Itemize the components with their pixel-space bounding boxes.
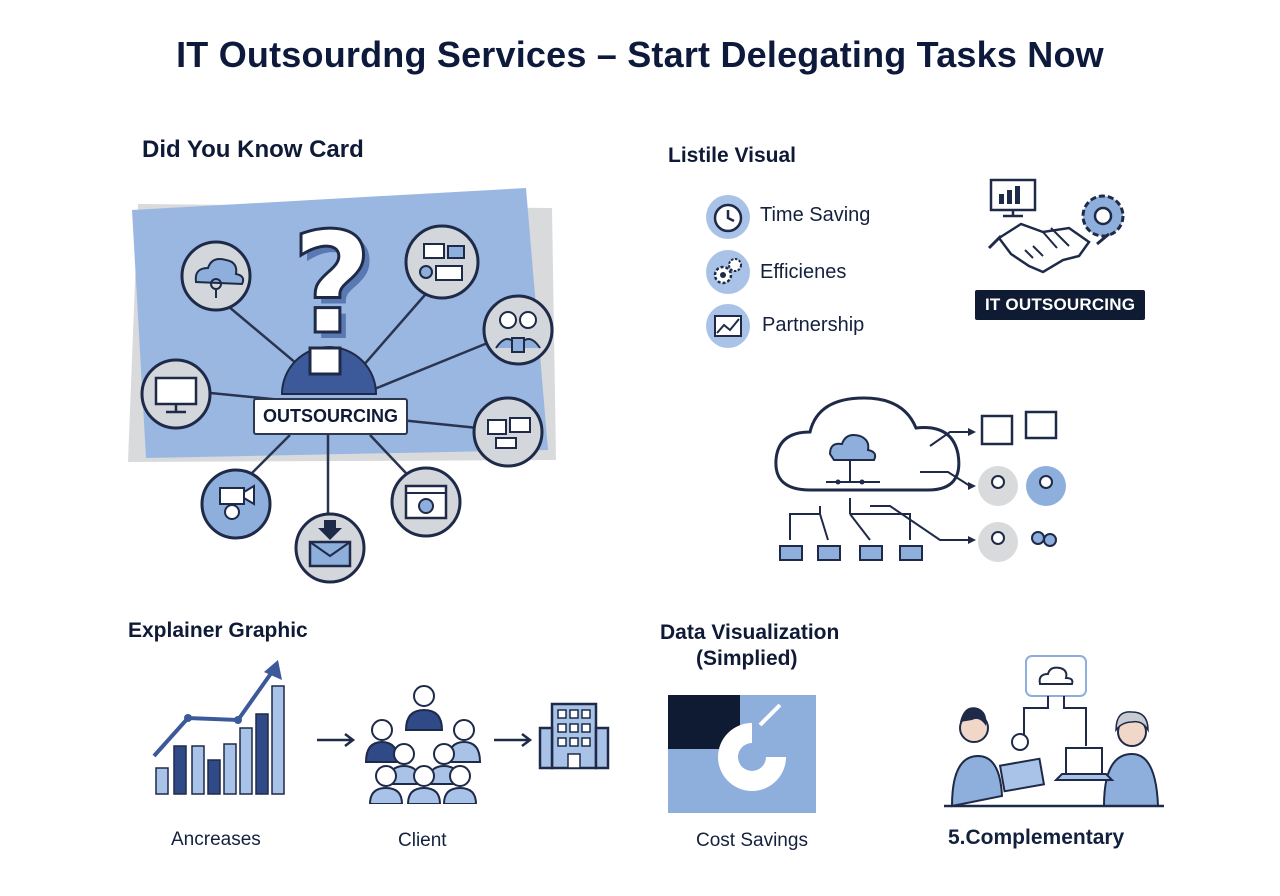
- list-label-partnership: Partnership: [762, 314, 865, 336]
- devices-icon: [404, 224, 480, 300]
- cost-savings-pie-icon: [668, 695, 816, 813]
- cloud-icon: [180, 240, 252, 312]
- team-icon: [482, 294, 554, 366]
- explainer-heading: Explainer Graphic: [128, 619, 308, 642]
- data-viz-heading-line2: (Simplied): [696, 647, 798, 670]
- video-chat-icon: [200, 468, 272, 540]
- arrow-right-icon-2: [494, 733, 533, 747]
- page-title: IT Outsourdng Services – Start Delegatin…: [176, 34, 1104, 75]
- caption-client: Client: [398, 830, 447, 851]
- clock-icon: [706, 195, 750, 239]
- settings-window-icon: [390, 466, 462, 538]
- growth-bar-chart-icon: [152, 660, 285, 795]
- list-item-partnership: [705, 303, 751, 349]
- office-building-icon: [538, 702, 610, 770]
- did-you-know-card: ? ?: [128, 188, 556, 584]
- arrow-right-icon: [317, 733, 356, 747]
- data-viz-heading-line1: Data Visualization: [660, 621, 840, 644]
- listicle-heading: Listile Visual: [668, 144, 796, 167]
- question-mark-icon: ? ?: [290, 202, 379, 373]
- computers-icon: [472, 396, 544, 468]
- gears-icon: [706, 250, 750, 294]
- outsourcing-label: OUTSOURCING: [253, 398, 408, 435]
- cloud-network-diagram: [774, 396, 1066, 562]
- email-icon: [294, 512, 366, 584]
- caption-cost-savings: Cost Savings: [696, 830, 808, 851]
- gear-icon: [1081, 194, 1125, 238]
- list-label-efficiencies: Efficienes: [760, 261, 847, 283]
- caption-complementary: 5.Complementary: [948, 826, 1125, 849]
- svg-text:?: ?: [297, 209, 378, 372]
- handshake-icon: [987, 178, 1125, 274]
- list-label-time-saving: Time Saving: [760, 204, 871, 226]
- caption-growth: Ancreases: [171, 829, 261, 850]
- list-item-time-saving: [705, 194, 751, 240]
- complementary-people-icon: [944, 655, 1164, 808]
- svg-text:?: ?: [291, 203, 372, 366]
- it-outsourcing-badge: IT OUTSOURCING: [975, 290, 1146, 320]
- monitor-icon: [140, 358, 212, 430]
- chart-image-icon: [706, 304, 750, 348]
- client-group-icon: [364, 685, 482, 804]
- list-item-efficiencies: [705, 249, 751, 295]
- did-you-know-heading: Did You Know Card: [142, 136, 364, 163]
